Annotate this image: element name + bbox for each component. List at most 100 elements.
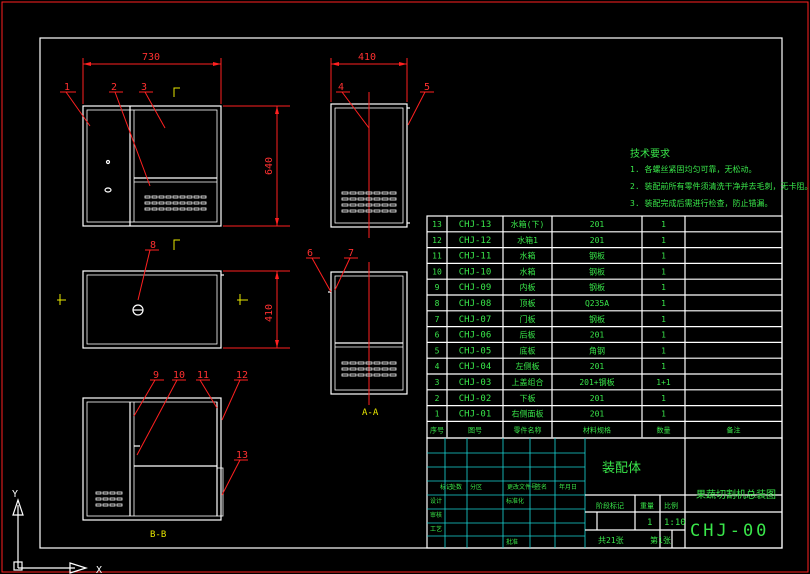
balloon-3: 3 [141, 82, 147, 93]
balloon-6: 6 [307, 248, 313, 259]
bom-cell: 201 [590, 410, 605, 419]
tech-req-item-3: 3. 装配完成后需进行检查，防止错漏。 [630, 198, 772, 208]
tb-label-change: 更改文件号 [507, 483, 537, 491]
bom-cell: 1 [661, 252, 666, 261]
bom-cell: CHJ-07 [459, 315, 492, 325]
tech-req-item-2: 2. 装配前所有零件须清洗干净并去毛刺，无卡阻。 [630, 181, 810, 191]
bom-cell: 1 [661, 299, 666, 308]
dim-width-top: 730 [82, 52, 222, 104]
bom-cell: 9 [435, 283, 440, 292]
dim-640-text: 640 [264, 157, 275, 175]
balloon-2: 2 [111, 82, 117, 93]
bom-cell: 201 [590, 394, 605, 403]
bom-cell: 钢板 [589, 251, 605, 261]
tb-qty: 1 [647, 518, 652, 528]
balloon-leaders [60, 91, 434, 496]
bom-cell: 序号 [430, 425, 444, 434]
bom-cell: CHJ-04 [459, 362, 492, 372]
balloon-11: 11 [197, 370, 209, 381]
bom-cell: 1 [661, 315, 666, 324]
tb-label-count: 处数 [450, 483, 462, 491]
bom-cell: CHJ-05 [459, 346, 492, 356]
bom-cell: 201+钢板 [579, 377, 614, 387]
bom-cell: 1 [661, 220, 666, 229]
dim-410-side-text: 410 [358, 52, 376, 63]
bom-cell: 1 [661, 331, 666, 340]
bom-cell: 零件名称 [514, 425, 542, 434]
drawing-frame [39, 37, 783, 549]
ucs-y-label: Y [12, 489, 18, 500]
bom-cell: 材料规格 [583, 425, 611, 434]
bom-cell: Q235A [585, 299, 609, 308]
bom-cell: 水箱1 [517, 235, 538, 245]
bom-cell: CHJ-11 [459, 252, 492, 262]
bom-cell: 8 [435, 299, 440, 308]
plan-view [57, 270, 248, 349]
tb-drawing-title: 果蔬切割机总装图 [696, 488, 776, 501]
bom-cell: 4 [435, 362, 440, 371]
bom-cell: CHJ-03 [459, 378, 492, 388]
tb-scale: 1:10 [664, 518, 686, 528]
tb-label-date: 年月日 [559, 483, 577, 491]
tb-assembly: 装配体 [602, 461, 641, 476]
tb-sheet-no: 第1张 [650, 535, 671, 545]
bom-cell: 201 [590, 236, 605, 245]
bom-cell: 底板 [520, 345, 536, 355]
bom-cell: 数量 [657, 425, 671, 434]
bom-cell: 11 [432, 252, 442, 261]
bom-cell: 5 [435, 346, 440, 355]
bom-cell: CHJ-02 [459, 394, 492, 404]
side-view [330, 92, 410, 238]
balloon-7: 7 [348, 248, 354, 259]
bom-cell: 1 [661, 410, 666, 419]
bom-cell: 图号 [468, 426, 482, 434]
tb-label-zone: 分区 [470, 483, 482, 491]
bom-cell: 上盖组合 [512, 377, 544, 387]
bom-cell: 内板 [520, 282, 536, 292]
bom-cell: 右侧面板 [512, 409, 544, 419]
bom-cell: 顶板 [520, 298, 536, 308]
bom-cell: 角钢 [589, 345, 605, 355]
bom-cell: 2 [435, 394, 440, 403]
bom-cell: CHJ-08 [459, 299, 492, 309]
bom-cell: 201 [590, 331, 605, 340]
bom-cell: 左侧板 [516, 361, 540, 371]
tb-label-design: 设计 [430, 497, 442, 505]
tb-label-standard: 标准化 [506, 497, 524, 505]
bom-cell: 12 [432, 236, 442, 245]
bom-cell: 水箱 [520, 266, 536, 276]
section-bb-view: B-B [82, 397, 224, 540]
balloon-9: 9 [153, 370, 159, 381]
bom-cell: 下板 [520, 393, 536, 403]
bom-cell: CHJ-06 [459, 331, 492, 341]
bom-cell: 钢板 [589, 266, 605, 276]
tb-label-review: 审核 [430, 511, 442, 519]
title-block: 标记 处数 分区 更改文件号 签名 年月日 设计 标准化 审核 工艺 批准 装配… [426, 437, 783, 549]
ucs-x-label: X [96, 565, 102, 574]
section-bb-label: B-B [150, 530, 166, 540]
tb-label-mark: 标记 [440, 483, 452, 491]
bom-cell: CHJ-10 [459, 267, 492, 277]
dim-height-plan: 410 [223, 270, 290, 349]
bom-cell: CHJ-09 [459, 283, 492, 293]
tb-stage-label: 阶段标记 [596, 501, 624, 510]
bom-cell: 13 [432, 220, 442, 229]
balloon-5: 5 [424, 82, 430, 93]
balloon-13: 13 [236, 450, 248, 461]
tb-label-process: 工艺 [430, 525, 442, 533]
bom-cell: CHJ-12 [459, 236, 492, 246]
bom-cell: 1 [661, 267, 666, 276]
bom-cell: 备注 [727, 425, 741, 434]
section-aa-view: A-A [328, 262, 408, 418]
bom-cell: 201 [590, 220, 605, 229]
dim-410-plan-text: 410 [264, 304, 275, 322]
section-aa-label: A-A [362, 408, 379, 418]
dim-height-front: 640 [223, 105, 290, 227]
tb-label-approve: 批准 [506, 538, 518, 546]
bom-cell: 1 [661, 283, 666, 292]
bom-cell: 1 [661, 346, 666, 355]
bom-cell: 201 [590, 362, 605, 371]
